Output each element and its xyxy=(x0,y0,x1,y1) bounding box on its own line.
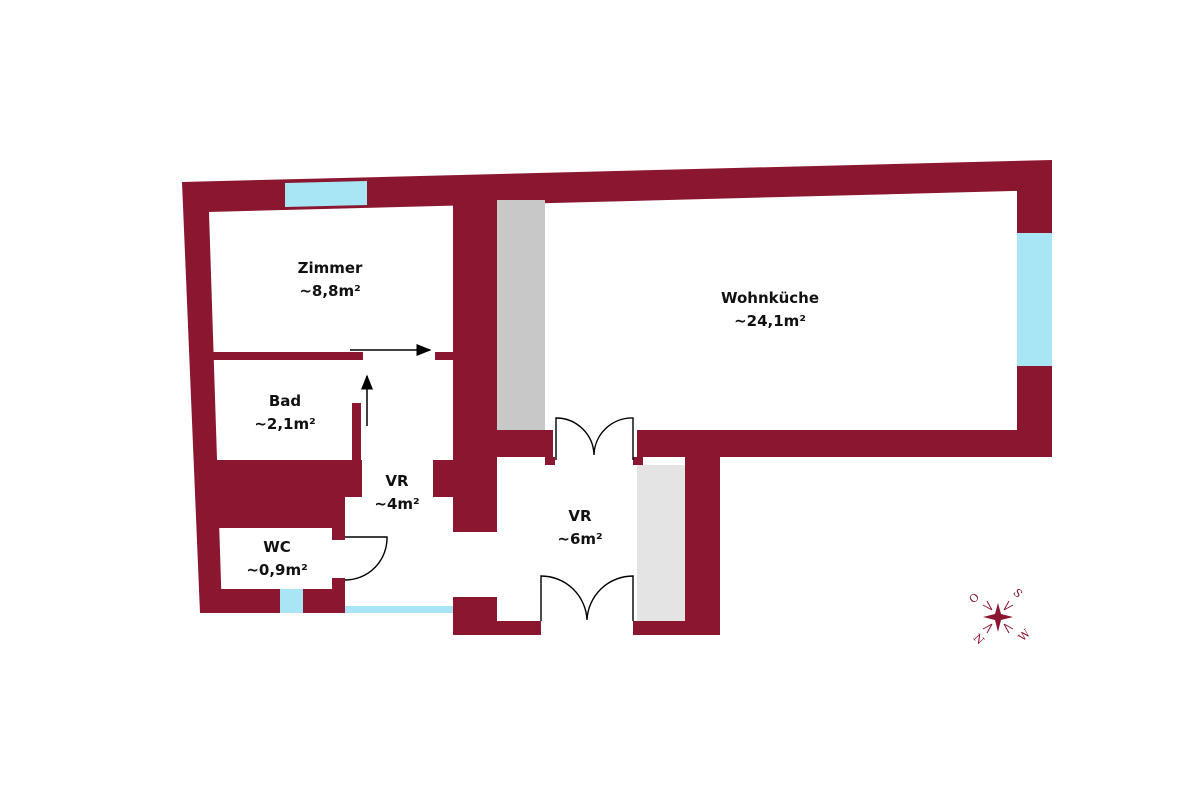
doors xyxy=(344,417,634,621)
zimmer-bottom-wall xyxy=(208,352,363,360)
window-vr xyxy=(345,606,453,613)
kitchen-bottom-wall xyxy=(637,430,1052,457)
compass-n: N xyxy=(971,631,987,647)
door-stub xyxy=(633,457,643,465)
room-area: ~8,8m² xyxy=(299,282,360,300)
door-entrance xyxy=(540,575,634,621)
compass: O S N W xyxy=(967,586,1034,648)
wc-room xyxy=(222,528,332,589)
room-area: ~6m² xyxy=(557,530,602,548)
room-name: Zimmer xyxy=(298,259,363,277)
center-stub xyxy=(433,460,455,497)
service-block-lower xyxy=(208,497,345,528)
room-name: VR xyxy=(568,507,592,525)
left-wall xyxy=(182,182,222,613)
door-stub xyxy=(545,457,555,465)
kitchen-counter xyxy=(497,200,545,430)
compass-s: S xyxy=(1010,586,1025,601)
window-kitchen xyxy=(1017,233,1052,366)
compass-w: W xyxy=(1016,626,1034,644)
kitchen-bottom-wall-left xyxy=(497,430,553,457)
service-block xyxy=(208,460,362,497)
zimmer-bottom-stub xyxy=(435,352,455,360)
wardrobe xyxy=(637,465,685,621)
arrows xyxy=(350,344,432,426)
room-area: ~4m² xyxy=(374,495,419,513)
room-area: ~24,1m² xyxy=(734,312,806,330)
room-area: ~2,1m² xyxy=(254,415,315,433)
window-zimmer xyxy=(285,181,367,207)
wc-bottom-wall xyxy=(205,589,345,613)
room-name: WC xyxy=(263,538,291,556)
compass-o: O xyxy=(967,591,983,607)
center-column xyxy=(453,195,497,532)
top-wall xyxy=(182,160,1052,212)
room-name: VR xyxy=(385,472,409,490)
room-name: Wohnküche xyxy=(721,289,819,307)
bottom-block xyxy=(453,597,497,635)
compass-star-icon xyxy=(983,603,1013,632)
vr-right-wall xyxy=(685,457,720,635)
room-fills xyxy=(217,362,352,589)
windows xyxy=(280,181,1052,613)
window-wc xyxy=(280,589,303,613)
bottom-wall xyxy=(497,621,541,635)
room-name: Bad xyxy=(269,392,301,410)
room-area: ~0,9m² xyxy=(246,561,307,579)
walls xyxy=(182,160,1052,635)
wc-wall xyxy=(332,528,345,540)
room-labels: Zimmer ~8,8m² Wohnküche ~24,1m² Bad ~2,1… xyxy=(246,259,819,579)
door-wc xyxy=(344,536,388,581)
door-kitchen xyxy=(555,417,634,460)
bad-room xyxy=(217,362,352,460)
bad-right-wall xyxy=(352,403,361,463)
